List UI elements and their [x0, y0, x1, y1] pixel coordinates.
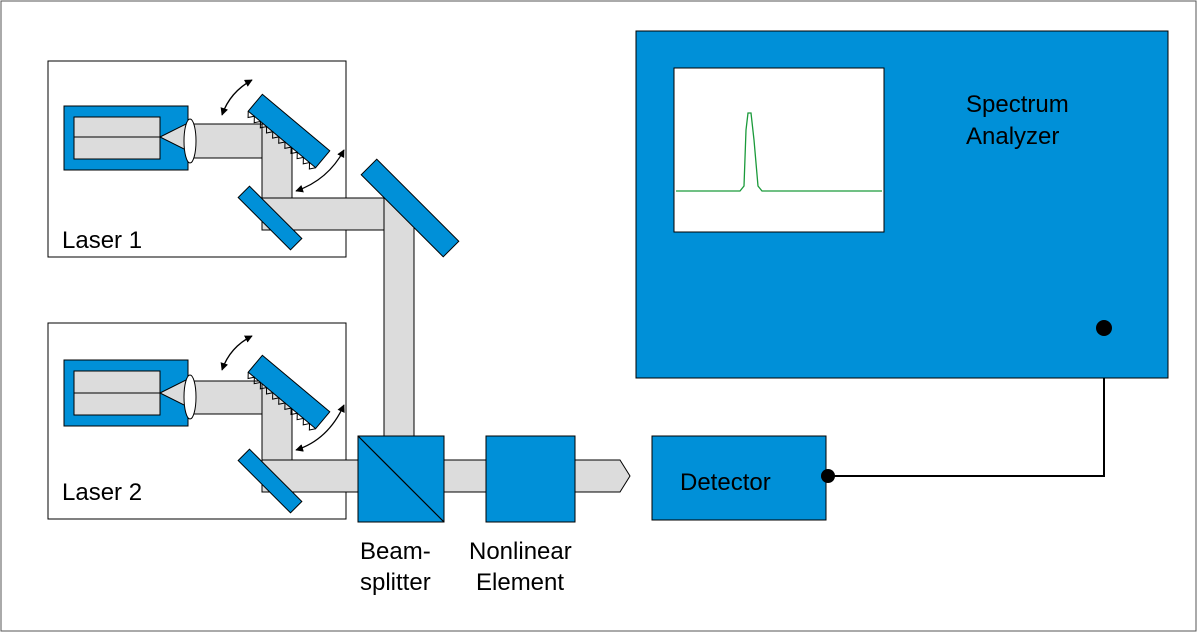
- laser2-lens: [183, 374, 197, 420]
- laser2-label: Laser 2: [62, 479, 142, 506]
- output-beam: [443, 459, 631, 493]
- steering-mirror: [360, 158, 460, 258]
- laser2-mirror: [237, 448, 303, 514]
- laser1-tilt-arrow-top: [220, 79, 253, 116]
- nonlinear-label-1: Nonlinear: [469, 538, 572, 565]
- analyzer-input-port: [1096, 320, 1112, 336]
- analyzer-screen: [673, 67, 885, 233]
- analyzer-label-1: Spectrum: [966, 91, 1069, 118]
- spectrum-trace: [676, 112, 882, 192]
- laser1-lens: [183, 118, 197, 164]
- detector-label: Detector: [680, 469, 771, 496]
- laser2-tilt-arrow-side: [295, 404, 345, 452]
- laser1-mirror: [237, 185, 303, 251]
- laser2-diode: [63, 359, 191, 427]
- nonlinear-label-2: Element: [476, 569, 564, 596]
- beamsplitter: [357, 435, 445, 523]
- laser2-tilt-arrow-top: [220, 335, 253, 371]
- beamsplitter-label-2: splitter: [360, 569, 431, 596]
- detector: [651, 435, 827, 521]
- nonlinear-element: [485, 435, 576, 523]
- beamsplitter-label-1: Beam-: [360, 538, 431, 565]
- analyzer-label-2: Analyzer: [966, 123, 1059, 150]
- laser1-diode: [63, 105, 191, 171]
- laser1-label: Laser 1: [62, 227, 142, 254]
- laser1-tilt-arrow-side: [295, 149, 345, 193]
